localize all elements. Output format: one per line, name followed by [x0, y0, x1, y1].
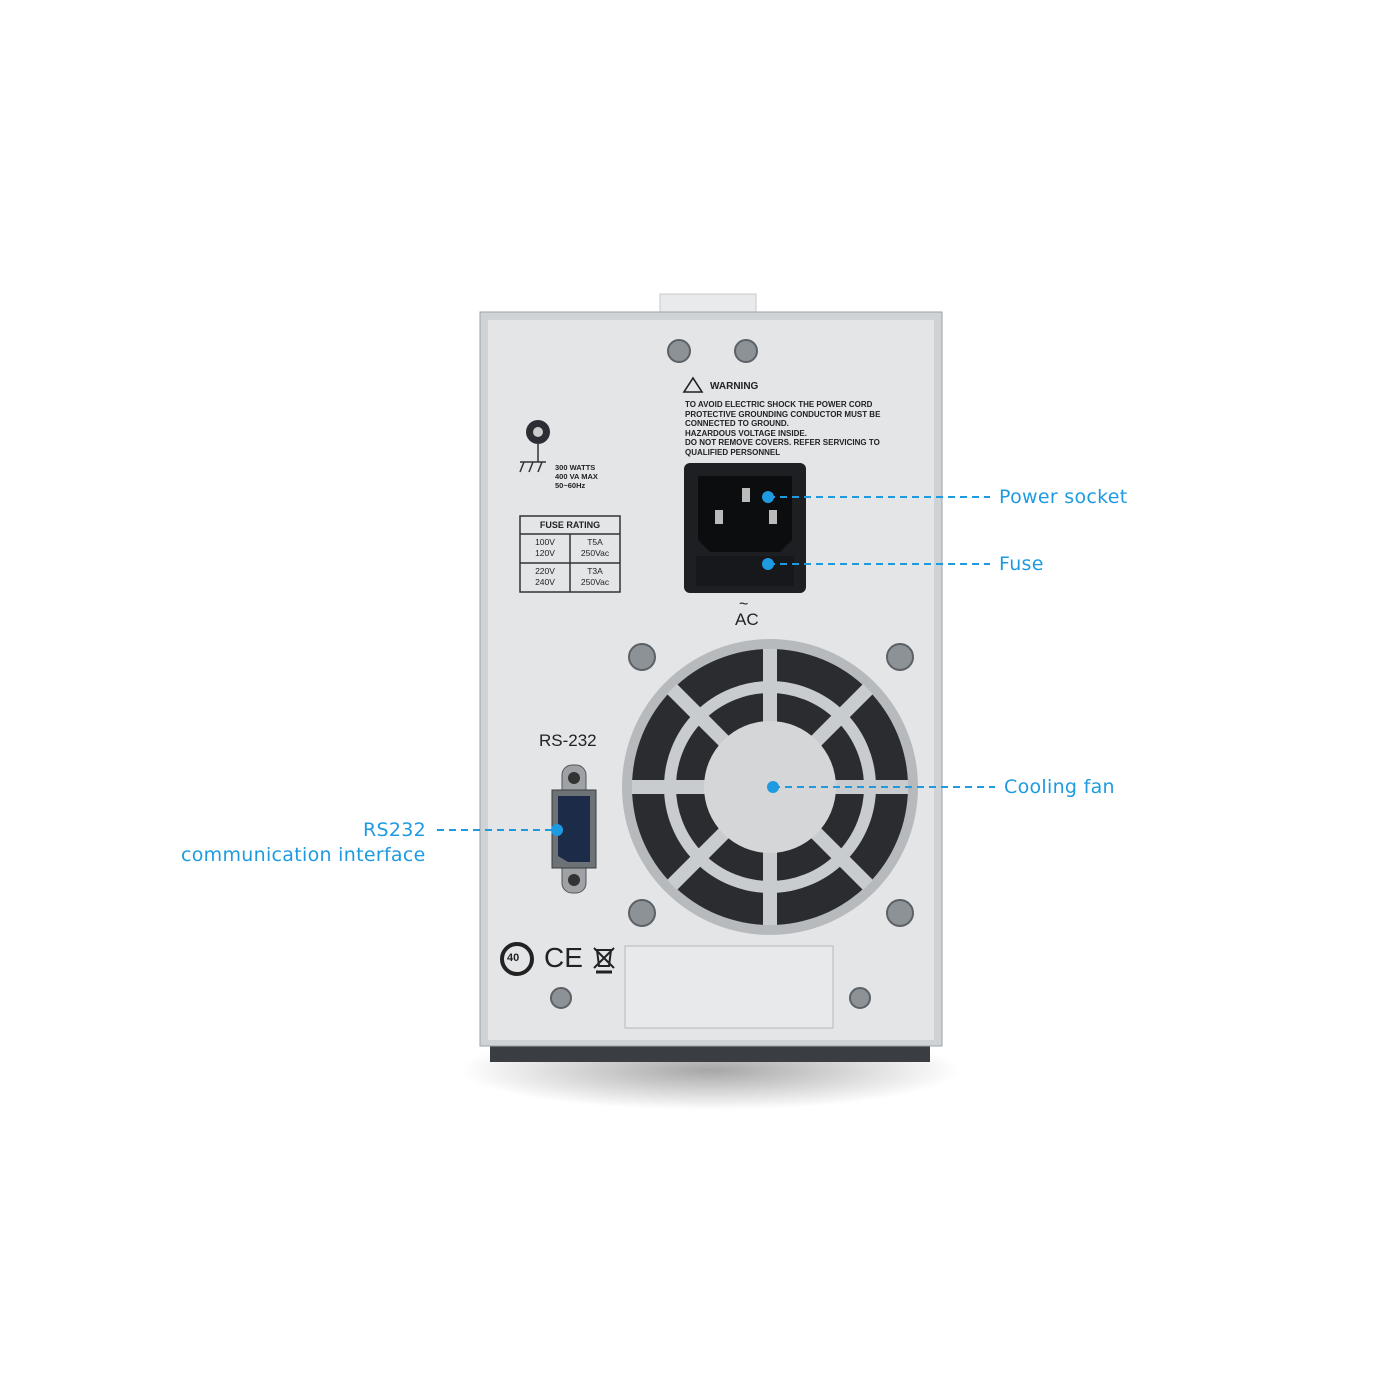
annotation-lines — [437, 496, 995, 831]
fuse-holder — [696, 556, 794, 586]
rs232-panel-label: RS-232 — [539, 731, 597, 750]
annotation-dots — [551, 491, 779, 836]
label-fuse: Fuse — [999, 553, 1044, 575]
label-plate — [624, 945, 834, 1029]
fuse-voltage-1: 100V 120V — [535, 537, 555, 558]
ground-icon — [519, 444, 546, 473]
fuse-table-title: FUSE RATING — [539, 520, 601, 530]
power-specs: 300 WATTS 400 VA MAX 50~60Hz — [555, 463, 598, 490]
fuse-value-1: T5A 250Vac — [580, 537, 610, 558]
ac-symbol: ~ — [739, 596, 749, 613]
pollution-40-text: 40 — [507, 952, 520, 964]
fuse-voltage-2: 220V 240V — [535, 566, 555, 587]
ce-mark: CE — [544, 942, 583, 973]
warning-title: WARNING — [710, 381, 759, 392]
weee-bin-icon — [593, 947, 615, 974]
label-cooling-fan: Cooling fan — [1004, 776, 1115, 798]
label-rs232-interface: communication interface — [181, 844, 426, 866]
warning-icon — [682, 376, 704, 393]
fuse-table-frame — [519, 515, 621, 593]
pollution-40-mark — [500, 942, 534, 976]
fuse-value-2: T3A 250Vac — [580, 566, 610, 587]
label-rs232: RS232 — [363, 819, 427, 841]
screws — [550, 339, 914, 1009]
warning-text: TO AVOID ELECTRIC SHOCK THE POWER CORD P… — [685, 400, 881, 457]
label-power-socket: Power socket — [999, 486, 1128, 508]
ac-label: AC — [735, 610, 759, 629]
